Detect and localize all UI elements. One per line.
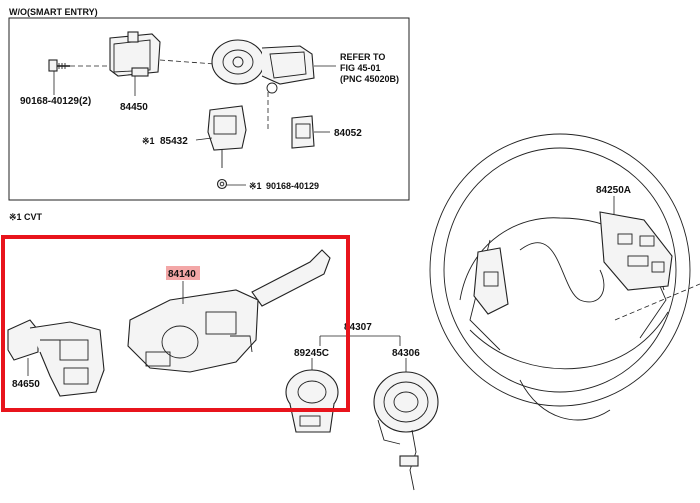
label-84140[interactable]: 84140 <box>168 269 196 280</box>
header-note: W/O(SMART ENTRY) <box>9 7 98 17</box>
label-screw-single[interactable]: 90168-40129 <box>266 181 319 191</box>
wheel-switch-left-part[interactable] <box>473 247 509 315</box>
leader-85432 <box>195 137 213 141</box>
prefix-85432: ※1 <box>142 136 155 146</box>
refer-line3[interactable]: (PNC 45020B) <box>340 74 399 84</box>
label-84250a[interactable]: 84250A <box>596 185 631 196</box>
wheel-harness <box>519 242 605 303</box>
smart-entry-frame <box>8 17 410 201</box>
label-84052[interactable]: 84052 <box>334 128 362 139</box>
spiral-cable-part[interactable] <box>373 371 439 491</box>
label-screw-pair[interactable]: 90168-40129(2) <box>20 96 91 107</box>
bracket-84450-part[interactable] <box>109 31 161 77</box>
refer-line2[interactable]: FIG 45-01 <box>340 63 381 73</box>
label-84140-highlight <box>166 266 200 280</box>
highlight-frame <box>1 235 350 412</box>
prefix-screw-single: ※1 <box>249 181 262 191</box>
label-85432[interactable]: 85432 <box>160 136 188 147</box>
knob-84052-part[interactable] <box>291 115 315 149</box>
screw-single-part[interactable] <box>216 178 228 190</box>
lever-84650-part[interactable] <box>7 319 105 397</box>
sensor-ring-part[interactable] <box>285 369 339 433</box>
lock-housing-part[interactable] <box>211 39 315 94</box>
screw-pair-part[interactable] <box>48 59 70 72</box>
label-89245c[interactable]: 89245C <box>294 348 329 359</box>
refer-line1[interactable]: REFER TO <box>340 52 385 62</box>
label-84307[interactable]: 84307 <box>344 322 372 333</box>
footnote: ※1 CVT <box>9 212 43 222</box>
label-84650[interactable]: 84650 <box>12 379 40 390</box>
combo-switch-part[interactable] <box>127 249 331 373</box>
dash-wheel-center <box>614 283 700 321</box>
wheel-switch-part[interactable] <box>599 211 673 291</box>
label-84306[interactable]: 84306 <box>392 348 420 359</box>
dash-bracket-lock <box>159 59 216 65</box>
label-84450[interactable]: 84450 <box>120 102 148 113</box>
switch-85432-part[interactable] <box>207 105 247 168</box>
